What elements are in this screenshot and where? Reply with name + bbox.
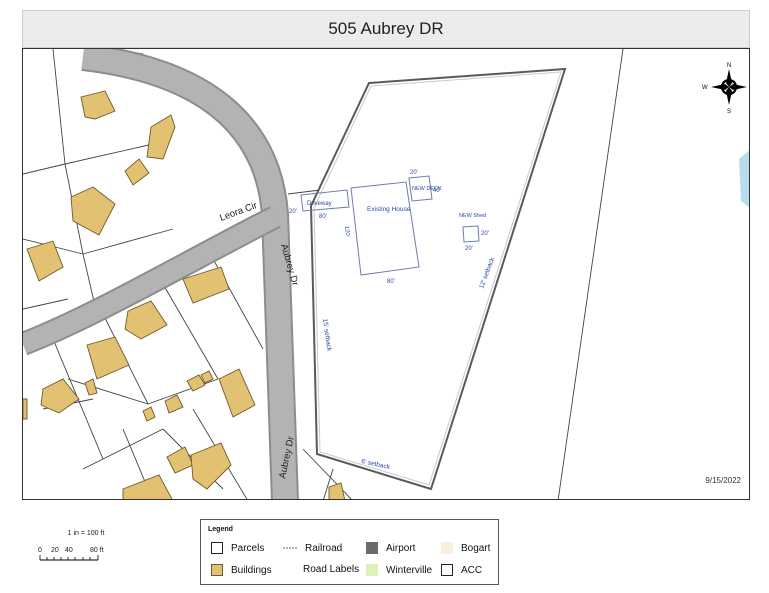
- driveway-label: Driveway: [307, 201, 332, 207]
- legend-item-road-labels: Road Labels: [303, 564, 359, 575]
- legend-item-airport: Airport: [366, 542, 415, 554]
- legend-label-bogart: Bogart: [461, 542, 491, 554]
- page-title: 505 Aubrey DR: [328, 19, 444, 38]
- legend-item-acc: ACC: [441, 564, 482, 576]
- shed-side-dim: 20': [481, 231, 489, 237]
- legend-item-railroad: Railroad: [283, 542, 342, 554]
- legend-label-airport: Airport: [386, 542, 416, 554]
- map-legend: Legend Parcels Railroad Airport Bogart B…: [200, 519, 499, 585]
- legend-item-buildings: Buildings: [211, 564, 272, 576]
- winterville-swatch: [366, 564, 378, 576]
- deck-side-dim: 40': [433, 188, 441, 194]
- scale-tick-0: 0: [38, 547, 42, 554]
- legend-item-winterville: Winterville: [366, 564, 432, 576]
- new-deck-label: NEW DECK: [412, 186, 442, 192]
- scale-tick-40: 40: [65, 547, 73, 554]
- railroad-line-icon: [283, 547, 297, 549]
- bogart-swatch: [441, 542, 453, 554]
- map-title-bar: 505 Aubrey DR: [22, 10, 750, 48]
- house-depth-dim: 120': [343, 226, 350, 238]
- new-shed-label: NEW Shed: [459, 213, 486, 219]
- legend-label-road-labels: Road Labels: [303, 564, 360, 575]
- compass-e: E: [749, 85, 750, 91]
- subject-parcel-inner: [313, 71, 562, 486]
- left-setback-label: 15' setback: [321, 318, 333, 352]
- legend-label-winterville: Winterville: [386, 564, 433, 576]
- shed-bottom-dim: 20': [465, 246, 473, 252]
- compass-s: S: [727, 109, 731, 115]
- scale-title: 1 in = 100 ft: [67, 530, 105, 537]
- parcel-map[interactable]: Leora Cir Aubrey Dr Aubrey Dr: [23, 49, 750, 500]
- airport-swatch: [366, 542, 378, 554]
- legend-label-buildings: Buildings: [231, 564, 272, 576]
- legend-label-parcels: Parcels: [231, 542, 265, 554]
- driveway-dim: 80': [319, 214, 327, 220]
- legend-item-bogart: Bogart: [441, 542, 490, 554]
- parcels-swatch: [211, 542, 223, 554]
- site-sketch: [300, 175, 480, 276]
- compass-rose: N S E W: [702, 63, 750, 115]
- legend-title: Legend: [208, 526, 233, 533]
- compass-w: W: [702, 85, 708, 91]
- deck-top-dim: 20': [410, 170, 418, 176]
- map-frame[interactable]: Leora Cir Aubrey Dr Aubrey Dr: [22, 48, 750, 500]
- legend-label-acc: ACC: [461, 564, 483, 576]
- existing-house-label: Existing House: [367, 206, 411, 213]
- buildings-swatch: [211, 564, 223, 576]
- side-dim: 20': [289, 209, 297, 215]
- scale-tick-20: 20: [51, 547, 59, 554]
- scale-tick-80: 80 ft: [90, 547, 104, 554]
- buildings: [23, 90, 346, 499]
- compass-n: N: [727, 63, 731, 69]
- aubrey-dr-road-fill: [81, 49, 297, 499]
- scale-bar-graphic: 0 20 40 80 ft: [38, 547, 104, 561]
- legend-label-railroad: Railroad: [305, 542, 343, 554]
- legend-item-parcels: Parcels: [211, 542, 264, 554]
- water-body: [739, 150, 749, 208]
- house-width-dim: 80': [387, 279, 395, 285]
- acc-swatch: [441, 564, 453, 576]
- map-date: 9/15/2022: [705, 476, 741, 485]
- leora-cir-road-fill: [23, 208, 280, 354]
- subject-parcel[interactable]: [309, 67, 567, 491]
- scale-bar: 1 in = 100 ft 0 20 40 80 ft: [38, 530, 128, 561]
